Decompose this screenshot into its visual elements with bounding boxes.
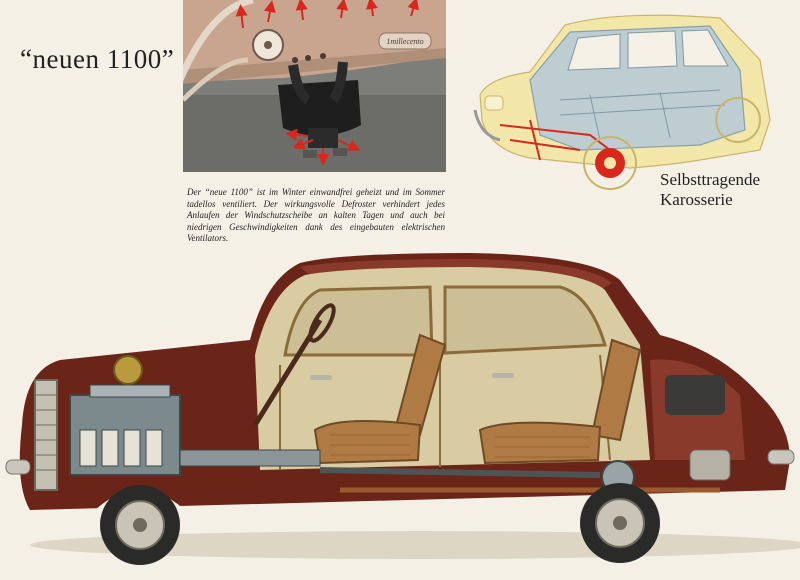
rear-bumper bbox=[767, 449, 795, 465]
headlight bbox=[484, 95, 504, 111]
air-filter bbox=[113, 355, 143, 385]
front-door-handle bbox=[310, 375, 332, 380]
rear-window bbox=[443, 285, 607, 355]
radiator bbox=[34, 379, 58, 491]
front-bumper bbox=[5, 459, 31, 475]
body-shell-illustration bbox=[473, 14, 771, 190]
dashboard-badge: 1millecento bbox=[386, 37, 423, 46]
fuel-tank bbox=[689, 449, 731, 481]
headline: “neuen 1100” bbox=[20, 44, 175, 74]
heater-unit bbox=[278, 80, 361, 136]
drive-shaft bbox=[319, 467, 601, 478]
airflow-arrows bbox=[235, 0, 419, 166]
front-seat-cushion bbox=[313, 420, 422, 465]
body-label-line1: Selbsttragende bbox=[660, 170, 761, 189]
spare-tire bbox=[665, 375, 725, 415]
gearbox bbox=[179, 449, 321, 467]
self-supporting-body-shell bbox=[470, 0, 800, 210]
body-shell-label: Selbsttragende Karosserie bbox=[660, 170, 790, 210]
dashboard-heating-photo: 1millecento bbox=[183, 0, 446, 172]
body-label-line2: Karosserie bbox=[660, 190, 733, 209]
rear-seat-back bbox=[590, 338, 642, 442]
rear-door-handle bbox=[492, 373, 514, 378]
cutaway-illustration bbox=[5, 253, 800, 565]
rear-seat-cushion bbox=[478, 421, 602, 465]
dashboard-illustration: 1millecento bbox=[183, 0, 446, 172]
heating-caption: Der “neue 1100” ist im Winter einwandfre… bbox=[187, 187, 445, 244]
steering-wheel-cutaway bbox=[308, 303, 336, 343]
front-subframe bbox=[499, 119, 611, 161]
car-cutaway-side-view bbox=[0, 245, 800, 580]
